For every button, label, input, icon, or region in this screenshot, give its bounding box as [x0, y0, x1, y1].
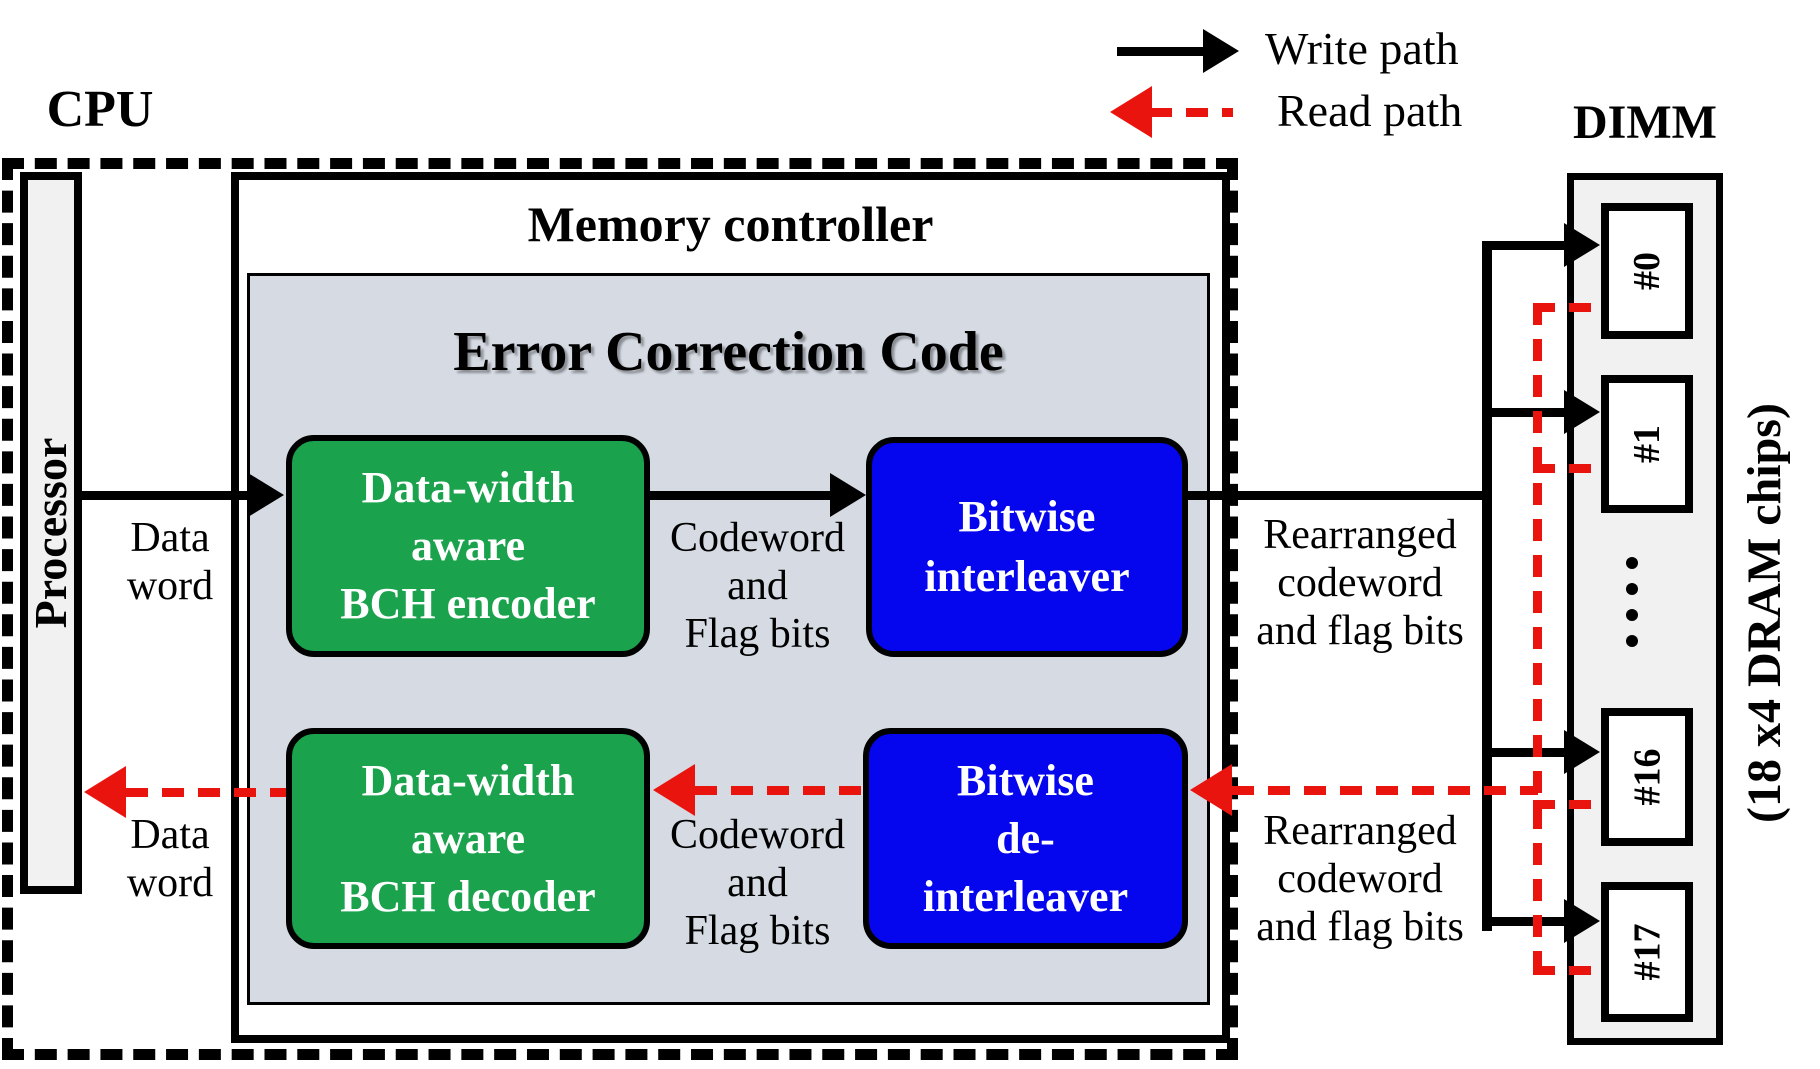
- bch-encoder-line3: BCH encoder: [340, 579, 596, 628]
- bitwise-deinterleaver-block: Bitwise de- interleaver: [863, 728, 1188, 949]
- bch-decoder-line1: Data-width: [361, 755, 575, 805]
- write-branch-chip1-line: [1482, 408, 1566, 417]
- interleaver-line1: Bitwise: [958, 492, 1096, 541]
- write-bus-vertical-line: [1482, 241, 1492, 931]
- dram-chip-17-label: #17: [1626, 923, 1668, 981]
- read-arrow-into-decoder-icon: [653, 764, 695, 816]
- legend-write-arrow-line: [1117, 47, 1205, 56]
- write-branch-chip0-line: [1482, 241, 1566, 250]
- legend-write-arrow-head-icon: [1203, 29, 1239, 73]
- ellipsis-dots-icon: [1626, 557, 1638, 661]
- read-line-decoder-to-processor: [126, 788, 286, 797]
- dram-chip-16-label: #16: [1626, 748, 1668, 806]
- ecc-title: Error Correction Code: [453, 321, 1004, 383]
- write-line-interleaver-to-dimm: [1188, 491, 1492, 500]
- bitwise-interleaver-block: Bitwise interleaver: [866, 437, 1188, 657]
- legend-write-label: Write path: [1265, 23, 1459, 74]
- dimm-title: DIMM: [1573, 96, 1717, 149]
- write-arrow-into-encoder-icon: [248, 473, 284, 517]
- bch-encoder-line2: aware: [410, 521, 526, 570]
- rearranged-codeword-write-label: Rearranged codeword and flag bits: [1256, 512, 1464, 654]
- data-word-read-label: Data word: [126, 812, 214, 906]
- rearranged-codeword-read-label: Rearranged codeword and flag bits: [1256, 808, 1464, 950]
- codeword-flagbits-write-label: Codeword and Flag bits: [670, 515, 845, 657]
- read-branch-chip17-line: [1533, 966, 1602, 975]
- dram-chip-0: #0: [1601, 203, 1693, 339]
- read-arrow-into-deinterleaver-icon: [1190, 764, 1232, 816]
- dimm-side-label: (18 x4 DRAM chips): [1738, 403, 1791, 823]
- cpu-title: CPU: [46, 81, 154, 138]
- write-arrow-into-interleaver-icon: [830, 473, 866, 517]
- deinterleaver-line1: Bitwise: [957, 755, 1094, 805]
- deinterleaver-line2: de-: [996, 813, 1055, 863]
- dram-chip-17: #17: [1601, 882, 1693, 1022]
- dram-chip-0-label: #0: [1626, 252, 1668, 290]
- legend-read-arrow-head-icon: [1110, 86, 1152, 138]
- processor-box: [20, 172, 82, 894]
- write-arrow-into-chip1-icon: [1564, 390, 1600, 434]
- bch-encoder-line1: Data-width: [361, 463, 575, 512]
- write-arrow-into-chip16-icon: [1564, 730, 1600, 774]
- dram-chip-1-label: #1: [1626, 425, 1668, 463]
- read-line-dimm-to-deinterleaver: [1232, 786, 1538, 795]
- read-arrow-into-processor-icon: [84, 766, 126, 818]
- read-branch-chip16-line: [1533, 800, 1602, 809]
- legend-read-label: Read path: [1277, 85, 1463, 136]
- deinterleaver-line3: interleaver: [922, 871, 1129, 921]
- bch-decoder-line3: BCH decoder: [340, 871, 596, 921]
- memory-controller-title: Memory controller: [527, 196, 934, 252]
- read-branch-chip1-line: [1533, 464, 1602, 473]
- interleaver-line2: interleaver: [924, 552, 1130, 601]
- codeword-flagbits-read-label: Codeword and Flag bits: [670, 812, 845, 954]
- write-line-processor-to-encoder: [80, 491, 248, 500]
- cpu-boundary-box: [2, 158, 1238, 1060]
- bch-encoder-block: Data-width aware BCH encoder: [286, 435, 650, 657]
- bch-decoder-line2: aware: [410, 813, 526, 863]
- data-word-write-label: Data word: [126, 515, 214, 609]
- dram-chip-16: #16: [1601, 708, 1693, 846]
- read-bus-vertical-line: [1533, 303, 1542, 975]
- bch-decoder-block: Data-width aware BCH decoder: [286, 728, 650, 949]
- write-branch-chip16-line: [1482, 748, 1566, 757]
- legend-read-arrow-line: [1150, 108, 1233, 117]
- read-branch-chip0-line: [1533, 303, 1602, 312]
- read-line-deinterleaver-to-decoder: [695, 786, 863, 795]
- write-line-encoder-to-interleaver: [650, 491, 830, 500]
- write-arrow-into-chip17-icon: [1564, 899, 1600, 943]
- write-branch-chip17-line: [1482, 917, 1566, 926]
- dram-chip-1: #1: [1601, 375, 1693, 513]
- write-arrow-into-chip0-icon: [1564, 223, 1600, 267]
